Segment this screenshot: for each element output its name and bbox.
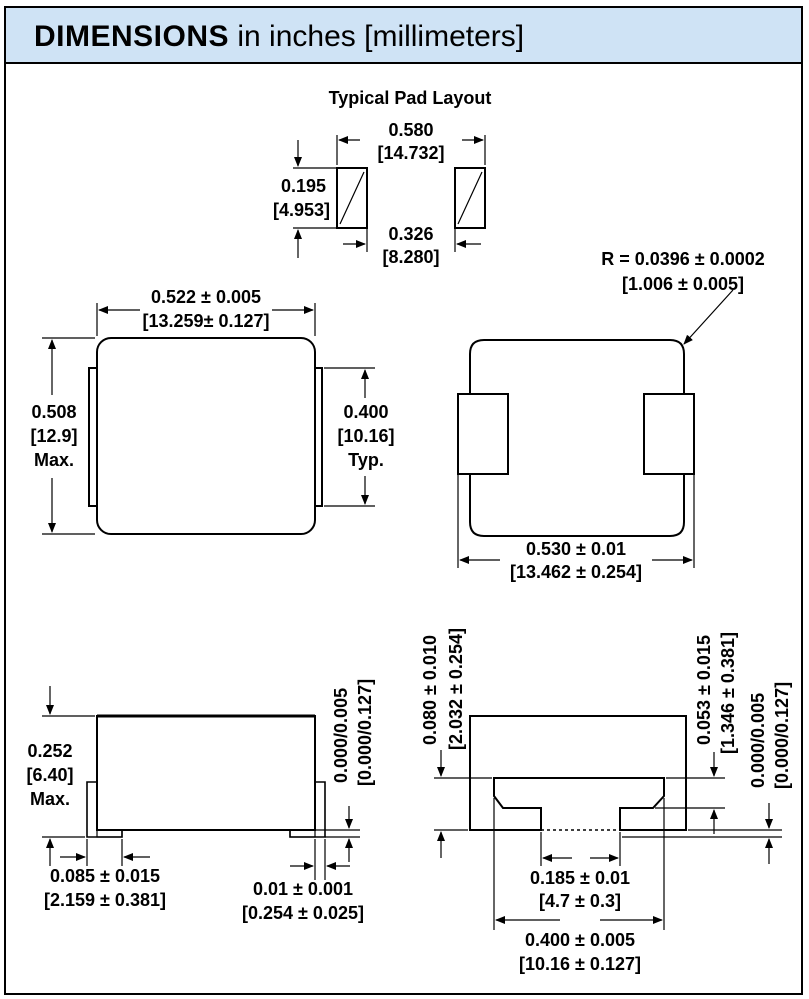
side-pad-width-mm: [2.159 ± 0.381] [44, 890, 166, 910]
bottom-view: R = 0.0396 ± 0.0002 [1.006 ± 0.005] 0.53… [457, 249, 765, 582]
component-body-top [96, 337, 316, 535]
side-pad-right [289, 829, 316, 838]
corner-radius-in: R = 0.0396 ± 0.0002 [601, 249, 765, 269]
terminal-thickness-in: 0.01 ± 0.001 [253, 879, 353, 899]
recess-depth-in: 0.053 ± 0.015 [694, 635, 714, 745]
end-standoff-in: 0.000/0.005 [748, 693, 768, 788]
end-offset-mm: [2.032 ± 0.254] [446, 628, 466, 750]
pad-right-hatch [457, 171, 483, 225]
terminal-height-in: 0.400 [343, 402, 388, 422]
component-body-side [96, 715, 316, 831]
side-standoff-in: 0.000/0.005 [331, 688, 351, 783]
side-height-mm: [6.40] [26, 765, 73, 785]
pad-left-hatch [339, 171, 365, 225]
component-body-bottom [469, 339, 685, 537]
top-height-note: Max. [34, 450, 74, 470]
top-width-in: 0.522 ± 0.005 [151, 287, 261, 307]
end-offset-in: 0.080 ± 0.010 [420, 635, 440, 745]
recess-width-in: 0.185 ± 0.01 [530, 868, 630, 888]
pad-height-in: 0.195 [281, 176, 326, 196]
bottom-width-in: 0.530 ± 0.01 [526, 539, 626, 559]
panel-header: DIMENSIONS in inches [millimeters] [6, 8, 801, 64]
pad-outer-width-in: 0.580 [388, 120, 433, 140]
overall-width-mm: [10.16 ± 0.127] [519, 954, 641, 974]
pad-inner-gap-in: 0.326 [388, 224, 433, 244]
corner-radius-mm: [1.006 ± 0.005] [622, 274, 744, 294]
radius-leader [683, 289, 734, 345]
top-height-mm: [12.9] [30, 426, 77, 446]
pad-height-mm: [4.953] [273, 200, 330, 220]
recess-width-mm: [4.7 ± 0.3] [539, 891, 621, 911]
pad-outer-width-mm: [14.732] [377, 143, 444, 163]
side-pad-left [96, 829, 123, 838]
overall-width-in: 0.400 ± 0.005 [525, 930, 635, 950]
pad-layout-title: Typical Pad Layout [329, 88, 492, 108]
terminal-height-note: Typ. [348, 450, 384, 470]
bottom-terminal-left [457, 393, 509, 475]
pad-inner-gap-mm: [8.280] [382, 247, 439, 267]
end-standoff-mm: [0.000/0.127] [772, 682, 792, 789]
side-pad-width-in: 0.085 ± 0.015 [50, 866, 160, 886]
component-body-end [469, 715, 687, 831]
side-view: 0.252 [6.40] Max. 0.000/0.005 [0.000/0.1… [26, 679, 375, 923]
title-units: in inches [millimeters] [237, 20, 525, 53]
top-view: 0.522 ± 0.005 [13.259± 0.127] 0.508 [12.… [30, 287, 395, 535]
side-height-in: 0.252 [27, 741, 72, 761]
terminal-height-mm: [10.16] [337, 426, 394, 446]
pad-layout-view: Typical Pad Layout 0.580 [14.732] 0.195 … [273, 88, 491, 267]
title-bold: DIMENSIONS [34, 20, 230, 53]
top-height-in: 0.508 [31, 402, 76, 422]
top-width-mm: [13.259± 0.127] [143, 311, 270, 331]
end-view: 0.080 ± 0.010 [2.032 ± 0.254] 0.053 ± 0.… [420, 628, 792, 974]
bottom-width-mm: [13.462 ± 0.254] [510, 562, 642, 582]
panel-title: DIMENSIONS in inches [millimeters] [34, 20, 524, 54]
terminal-thickness-mm: [0.254 ± 0.025] [242, 903, 364, 923]
side-standoff-mm: [0.000/0.127] [355, 679, 375, 786]
bottom-terminal-right [643, 393, 695, 475]
recess-depth-mm: [1.346 ± 0.381] [718, 632, 738, 754]
side-height-note: Max. [30, 789, 70, 809]
